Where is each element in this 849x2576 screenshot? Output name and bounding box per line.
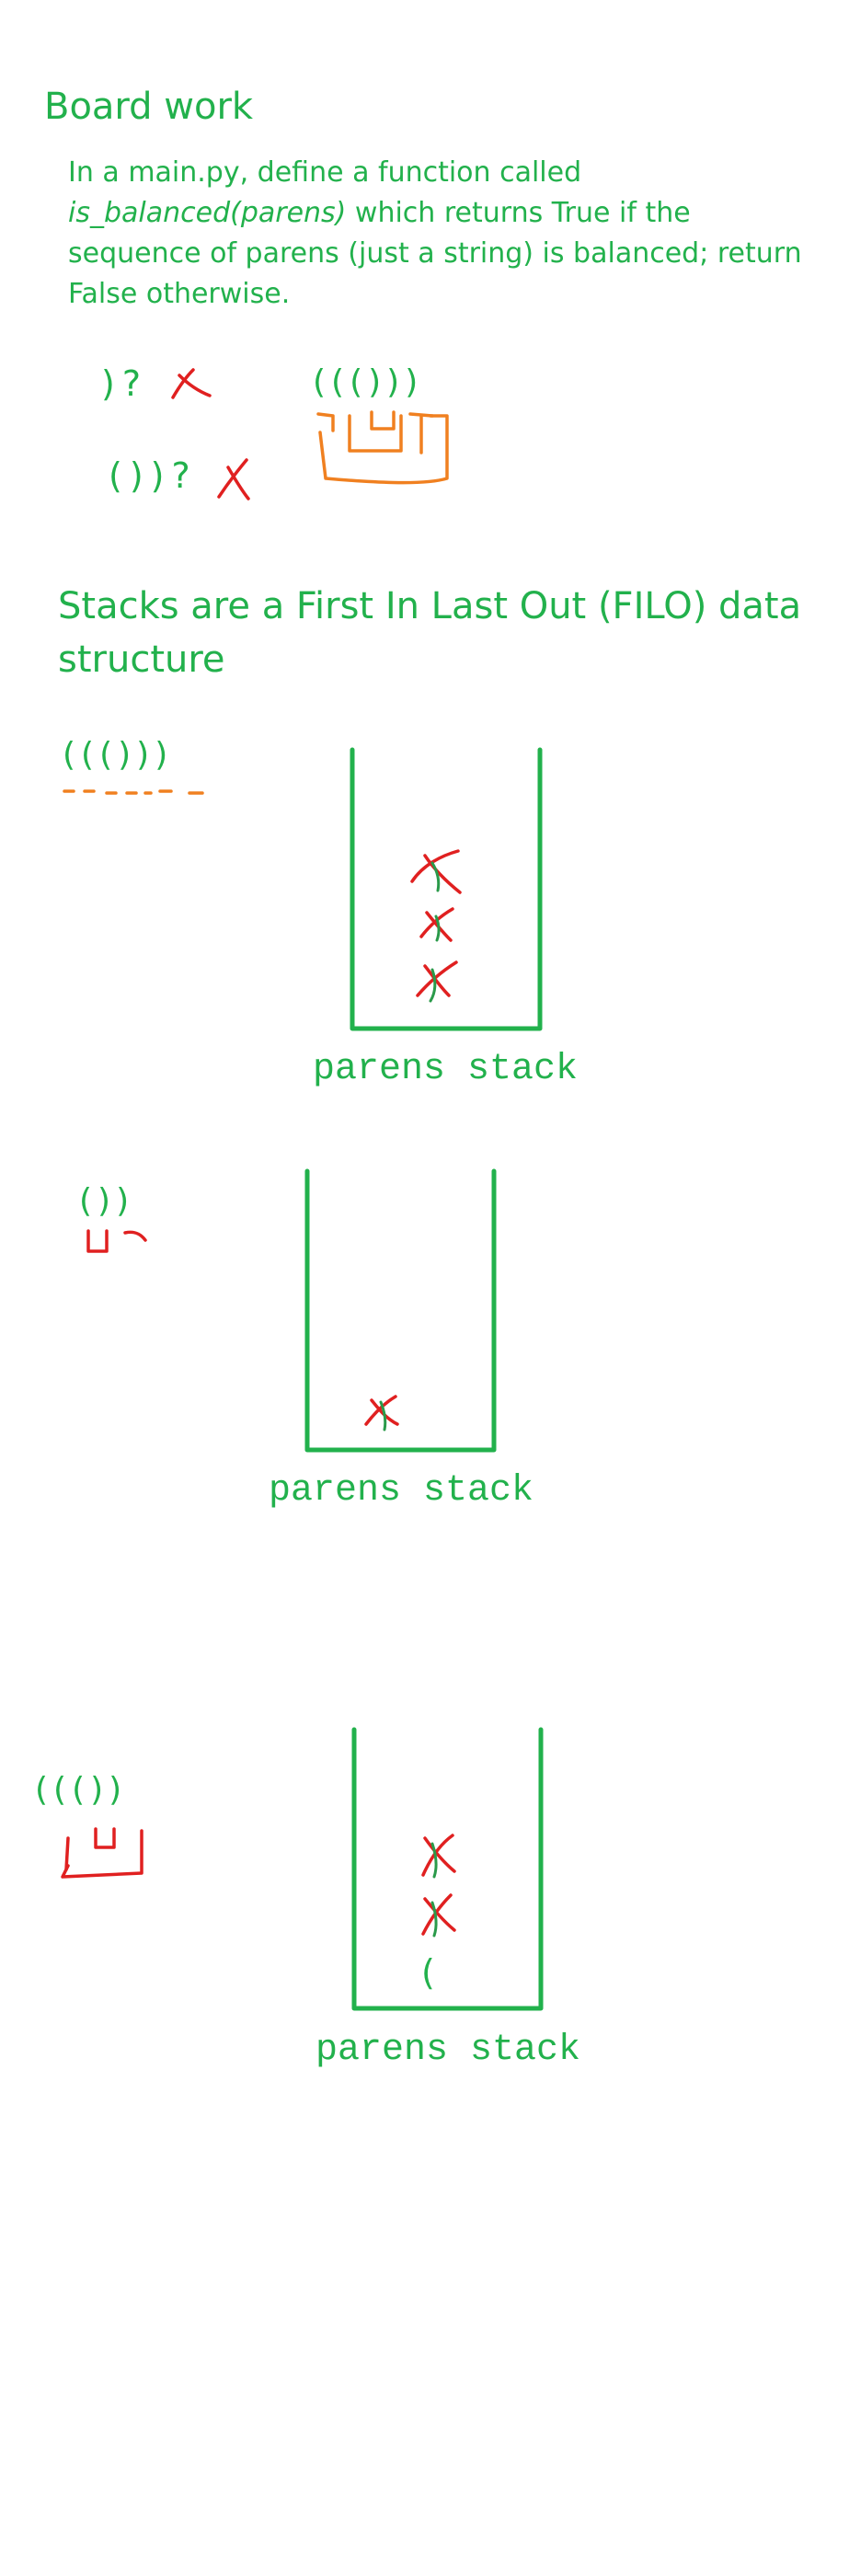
diagram-1-stack-container xyxy=(350,747,543,1031)
diagram-2-matching-marks xyxy=(86,1229,147,1253)
diagram-3-sequence: ((()) xyxy=(35,1771,128,1809)
page-title: Board work xyxy=(44,86,254,128)
diagram-2-sequence: ()) xyxy=(79,1182,135,1220)
diagram-1-sequence: ((())) xyxy=(63,736,174,774)
instructions-after: which returns True if the sequence of pa… xyxy=(68,197,802,310)
diagram-3-stack-container xyxy=(351,1727,544,2011)
example-1-text: )? xyxy=(101,363,148,404)
diagram-3-popped-items xyxy=(421,1834,456,1938)
example-1-cross-mark xyxy=(171,368,212,399)
diagram-1-underline-marks xyxy=(63,789,204,795)
example-2-text: ())? xyxy=(109,455,198,496)
diagram-2-stack-container xyxy=(304,1168,497,1453)
diagram-2-stack-label: parens stack xyxy=(269,1470,534,1512)
diagram-3-matching-marks xyxy=(61,1827,143,1879)
diagram-3-stack-label: parens stack xyxy=(316,2030,581,2071)
instructions-before: In a main.py, define a function called xyxy=(68,156,582,189)
instructions-paragraph: In a main.py, define a function called i… xyxy=(68,153,822,315)
example-3-matching-marks xyxy=(316,410,449,485)
diagram-2-popped-items xyxy=(364,1395,399,1432)
stacks-heading: Stacks are a First In Last Out (FILO) da… xyxy=(58,585,802,681)
function-signature: is_balanced(parens) xyxy=(68,197,347,229)
diagram-1-stack-label: parens stack xyxy=(313,1049,579,1090)
example-3-text: ((())) xyxy=(313,363,424,401)
diagram-1-popped-items xyxy=(410,849,462,1003)
example-2-cross-mark xyxy=(217,458,250,500)
diagram-3-stack-item: ( xyxy=(421,1952,442,1993)
